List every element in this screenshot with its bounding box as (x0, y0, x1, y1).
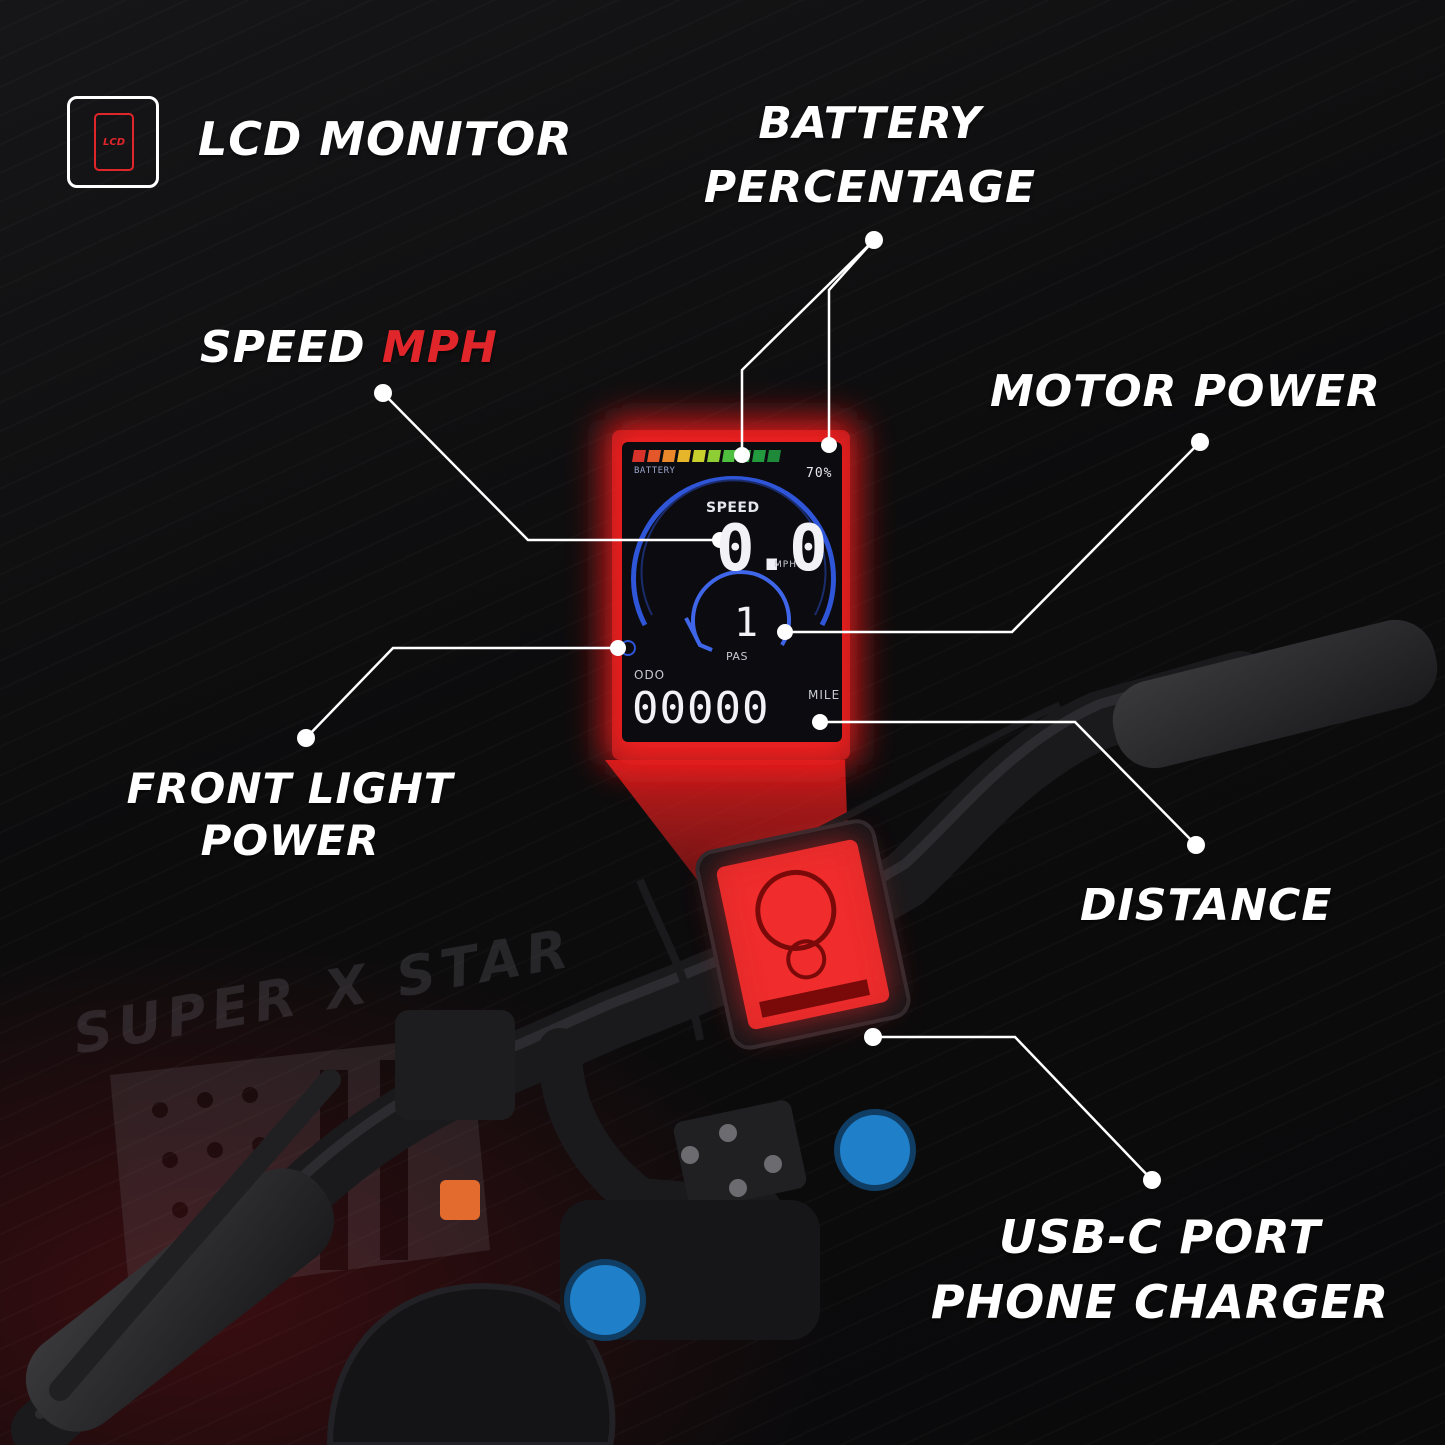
callout-lines (305, 239, 1201, 1181)
lcd-odo-value: 00000 (632, 683, 770, 734)
lcd-speed-value: 0.0 (716, 512, 828, 586)
left-grip (25, 1168, 335, 1432)
usb-callout-line1: USB-C PORT (999, 1210, 1321, 1264)
lcd-badge-icon: LCD (67, 96, 159, 188)
lcd-battery-percent: 70% (806, 466, 833, 481)
handlebar-display-unit (695, 819, 911, 1050)
front-tire (326, 1283, 616, 1445)
lcd-speed-unit: MPH (774, 560, 797, 570)
battery-segment (692, 450, 706, 462)
lcd-battery-label: BATTERY (634, 466, 676, 476)
lcd-screen (622, 442, 842, 742)
lcd-odo-unit: Mile (808, 688, 841, 702)
brake-lever (49, 1069, 341, 1401)
battery-callout-line1: BATTERY (758, 98, 982, 149)
battery-segment (647, 450, 661, 462)
speed-callout-text: SPEED (200, 322, 366, 373)
battery-segment (632, 450, 646, 462)
front-light-callout-line1: FRONT LIGHT (126, 764, 454, 813)
battery-segment (752, 450, 766, 462)
speed-callout: SPEED MPH (200, 322, 498, 373)
lcd-pas-label: PAS (726, 650, 748, 663)
battery-segment (677, 450, 691, 462)
battery-segment (722, 450, 736, 462)
control-pod (395, 1010, 515, 1120)
battery-segment (767, 450, 781, 462)
motor-power-callout: MOTOR POWER (990, 366, 1381, 417)
lcd-badge-inner: LCD (94, 113, 134, 171)
usb-callout-line2: PHONE CHARGER (930, 1275, 1390, 1329)
blue-knob-lower (564, 1259, 646, 1341)
speed-callout-unit: MPH (381, 322, 498, 373)
right-grip (1112, 619, 1438, 769)
lcd-odo-label: ODO (634, 668, 666, 682)
pas-ring (691, 570, 791, 647)
battery-callout-line2: PERCENTAGE (703, 162, 1037, 213)
battery-segment (662, 450, 676, 462)
callout-dots (297, 231, 1209, 1189)
front-light-callout-line2: POWER (200, 816, 380, 865)
distance-callout: DISTANCE (1080, 880, 1333, 931)
speed-ring (631, 475, 836, 627)
orange-button (440, 1180, 480, 1220)
page-title: LCD MONITOR (198, 112, 573, 166)
lcd-pas-value: 1 (734, 600, 760, 646)
battery-segment (707, 450, 721, 462)
blue-knob (834, 1109, 916, 1191)
lcd-speed-label: SPEED (706, 500, 760, 516)
